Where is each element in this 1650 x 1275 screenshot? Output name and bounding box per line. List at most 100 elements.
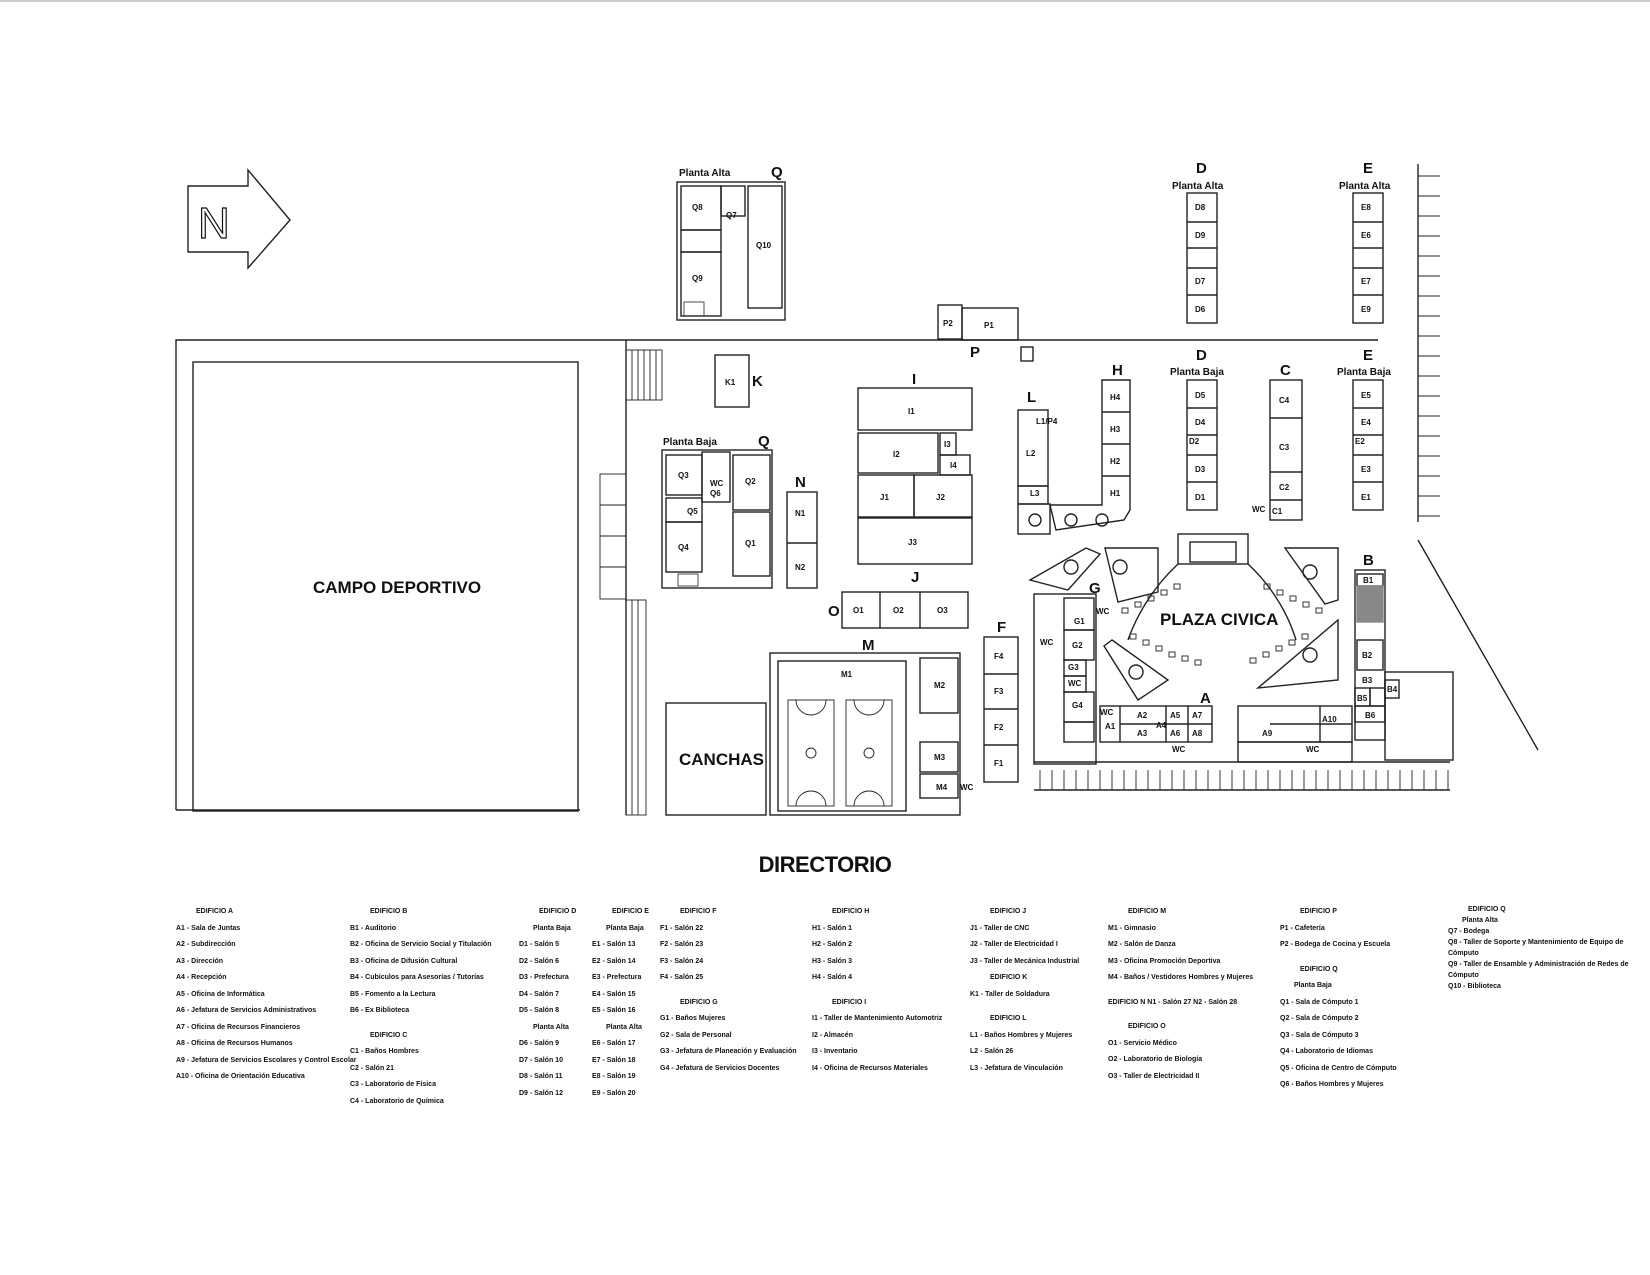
room-label: A10 bbox=[1322, 715, 1337, 724]
room-label: H3 bbox=[1110, 425, 1121, 434]
room-label: A2 bbox=[1137, 711, 1148, 720]
directory-gap bbox=[350, 1020, 491, 1028]
directory-entry: J1 - Taller de CNC bbox=[970, 924, 1030, 932]
room-label: L2 bbox=[1026, 449, 1036, 458]
directory-entry: M1 - Gimnasio bbox=[1108, 924, 1156, 932]
building-letter-j: J bbox=[911, 569, 919, 586]
directory-entry: A10 - Oficina de Orientación Educativa bbox=[176, 1073, 305, 1080]
directory-entry: A5 - Oficina de Informática bbox=[176, 990, 265, 998]
directory-entry: O2 - Laboratorio de Biología bbox=[1108, 1056, 1203, 1063]
room-label: A3 bbox=[1137, 729, 1148, 738]
room-label: D4 bbox=[1195, 418, 1206, 427]
room-label: E7 bbox=[1361, 277, 1371, 286]
directory-entry: M3 - Oficina Promoción Deportiva bbox=[1108, 957, 1221, 965]
room-label: Q1 bbox=[745, 539, 756, 548]
directory-entry: H3 - Salón 3 bbox=[812, 957, 853, 965]
room-label: D8 bbox=[1195, 203, 1206, 212]
room-label: A4 bbox=[1156, 721, 1167, 730]
room-label: C3 bbox=[1279, 443, 1290, 452]
room-label: B3 bbox=[1362, 676, 1373, 685]
directory-entry: J2 - Taller de Electricidad I bbox=[970, 941, 1058, 948]
building-letter-q-top: Q bbox=[771, 164, 783, 181]
directory-entry: Q2 - Sala de Cómputo 2 bbox=[1280, 1015, 1359, 1022]
room-label: D3 bbox=[1195, 465, 1206, 474]
room-label: P2 bbox=[943, 319, 953, 328]
directory-entry: E9 - Salón 20 bbox=[592, 1089, 636, 1097]
room-label: F3 bbox=[994, 687, 1004, 696]
room-label: B1 bbox=[1363, 576, 1374, 585]
room-label: WC bbox=[1100, 708, 1114, 717]
room-label: H1 bbox=[1110, 489, 1121, 498]
directory-entry: Q7 - Bodega bbox=[1448, 928, 1490, 935]
directory-entry: G2 - Sala de Personal bbox=[660, 1031, 732, 1039]
room-label: O3 bbox=[937, 606, 948, 615]
directory-entry: M2 - Salón de Danza bbox=[1108, 941, 1176, 948]
room-label: A9 bbox=[1262, 729, 1273, 738]
room-label: F1 bbox=[994, 759, 1004, 768]
room-label: G2 bbox=[1072, 641, 1083, 650]
room-label: G4 bbox=[1072, 701, 1083, 710]
canchas-label: CANCHAS bbox=[679, 750, 764, 769]
directory-heading: EDIFICIO A bbox=[196, 908, 234, 915]
building-letter-l: L bbox=[1027, 389, 1036, 406]
room-label: E4 bbox=[1361, 418, 1371, 427]
directory-floor-heading: Planta Alta bbox=[533, 1023, 569, 1031]
directory-entry: A4 - Recepción bbox=[176, 974, 227, 981]
directory-entry: C4 - Laboratorio de Química bbox=[350, 1097, 444, 1105]
directory-gap bbox=[1108, 1011, 1253, 1019]
room-label: WC bbox=[710, 479, 724, 488]
directory-heading: EDIFICIO D bbox=[539, 908, 577, 915]
room-label: WC bbox=[1306, 745, 1320, 754]
directory-heading: EDIFICIO J bbox=[990, 908, 1027, 915]
directory-heading: EDIFICIO H bbox=[832, 908, 870, 915]
directory-entry: D8 - Salón 11 bbox=[519, 1073, 563, 1080]
floor-label-d-alta: Planta Alta bbox=[1172, 181, 1224, 192]
room-label: P1 bbox=[984, 321, 994, 330]
room-label: Q5 bbox=[687, 507, 698, 516]
campo-deportivo-label: CAMPO DEPORTIVO bbox=[313, 578, 481, 597]
building-letter-a: A bbox=[1200, 690, 1211, 707]
directory-entry: F4 - Salón 25 bbox=[660, 974, 704, 981]
directory-entry: L1 - Baños Hombres y Mujeres bbox=[970, 1031, 1073, 1039]
directory-entry: C3 - Laboratorio de Física bbox=[350, 1081, 436, 1088]
directory-entry: Q4 - Laboratorio de Idiomas bbox=[1280, 1048, 1373, 1055]
directory-entry: D1 - Salón 5 bbox=[519, 941, 560, 948]
directory-entry: A8 - Oficina de Recursos Humanos bbox=[176, 1040, 293, 1047]
room-label: Q3 bbox=[678, 471, 689, 480]
room-label: D7 bbox=[1195, 277, 1206, 286]
room-label: WC bbox=[1252, 505, 1266, 514]
room-label: J1 bbox=[880, 493, 889, 502]
directory-entry: C2 - Salón 21 bbox=[350, 1064, 394, 1072]
room-label: C1 bbox=[1272, 507, 1283, 516]
directory-entry: B2 - Oficina de Servicio Social y Titula… bbox=[350, 941, 492, 948]
room-label: D1 bbox=[1195, 493, 1206, 502]
building-letter-e-bottom: E bbox=[1363, 347, 1373, 364]
room-label: F2 bbox=[994, 723, 1004, 732]
room-label: D9 bbox=[1195, 231, 1206, 240]
room-label: C4 bbox=[1279, 396, 1290, 405]
room-label: I3 bbox=[944, 440, 951, 449]
room-label: L3 bbox=[1030, 489, 1040, 498]
directory-heading: EDIFICIO F bbox=[680, 908, 717, 915]
room-label: A7 bbox=[1192, 711, 1203, 720]
room-label: M2 bbox=[934, 681, 946, 690]
room-label: F4 bbox=[994, 652, 1004, 661]
room-label: WC bbox=[1068, 679, 1082, 688]
directory-entry: I1 - Taller de Mantenimiento Automotriz bbox=[812, 1015, 943, 1022]
directory-entry: Q10 - Biblioteca bbox=[1448, 983, 1501, 990]
room-label: I1 bbox=[908, 407, 915, 416]
directory-gap bbox=[1108, 987, 1253, 995]
room-label: Q8 bbox=[692, 203, 703, 212]
room-label: I4 bbox=[950, 461, 957, 470]
room-label: C2 bbox=[1279, 483, 1290, 492]
directory-gap bbox=[812, 987, 942, 995]
building-letter-d-top: D bbox=[1196, 160, 1207, 177]
room-label: L1/P4 bbox=[1036, 417, 1058, 426]
building-letter-o: O bbox=[828, 603, 840, 620]
directory-entry: P2 - Bodega de Cocina y Escuela bbox=[1280, 941, 1391, 948]
directory-entry: O3 - Taller de Electricidad II bbox=[1108, 1072, 1200, 1080]
room-label: A1 bbox=[1105, 722, 1116, 731]
room-label: E1 bbox=[1361, 493, 1371, 502]
